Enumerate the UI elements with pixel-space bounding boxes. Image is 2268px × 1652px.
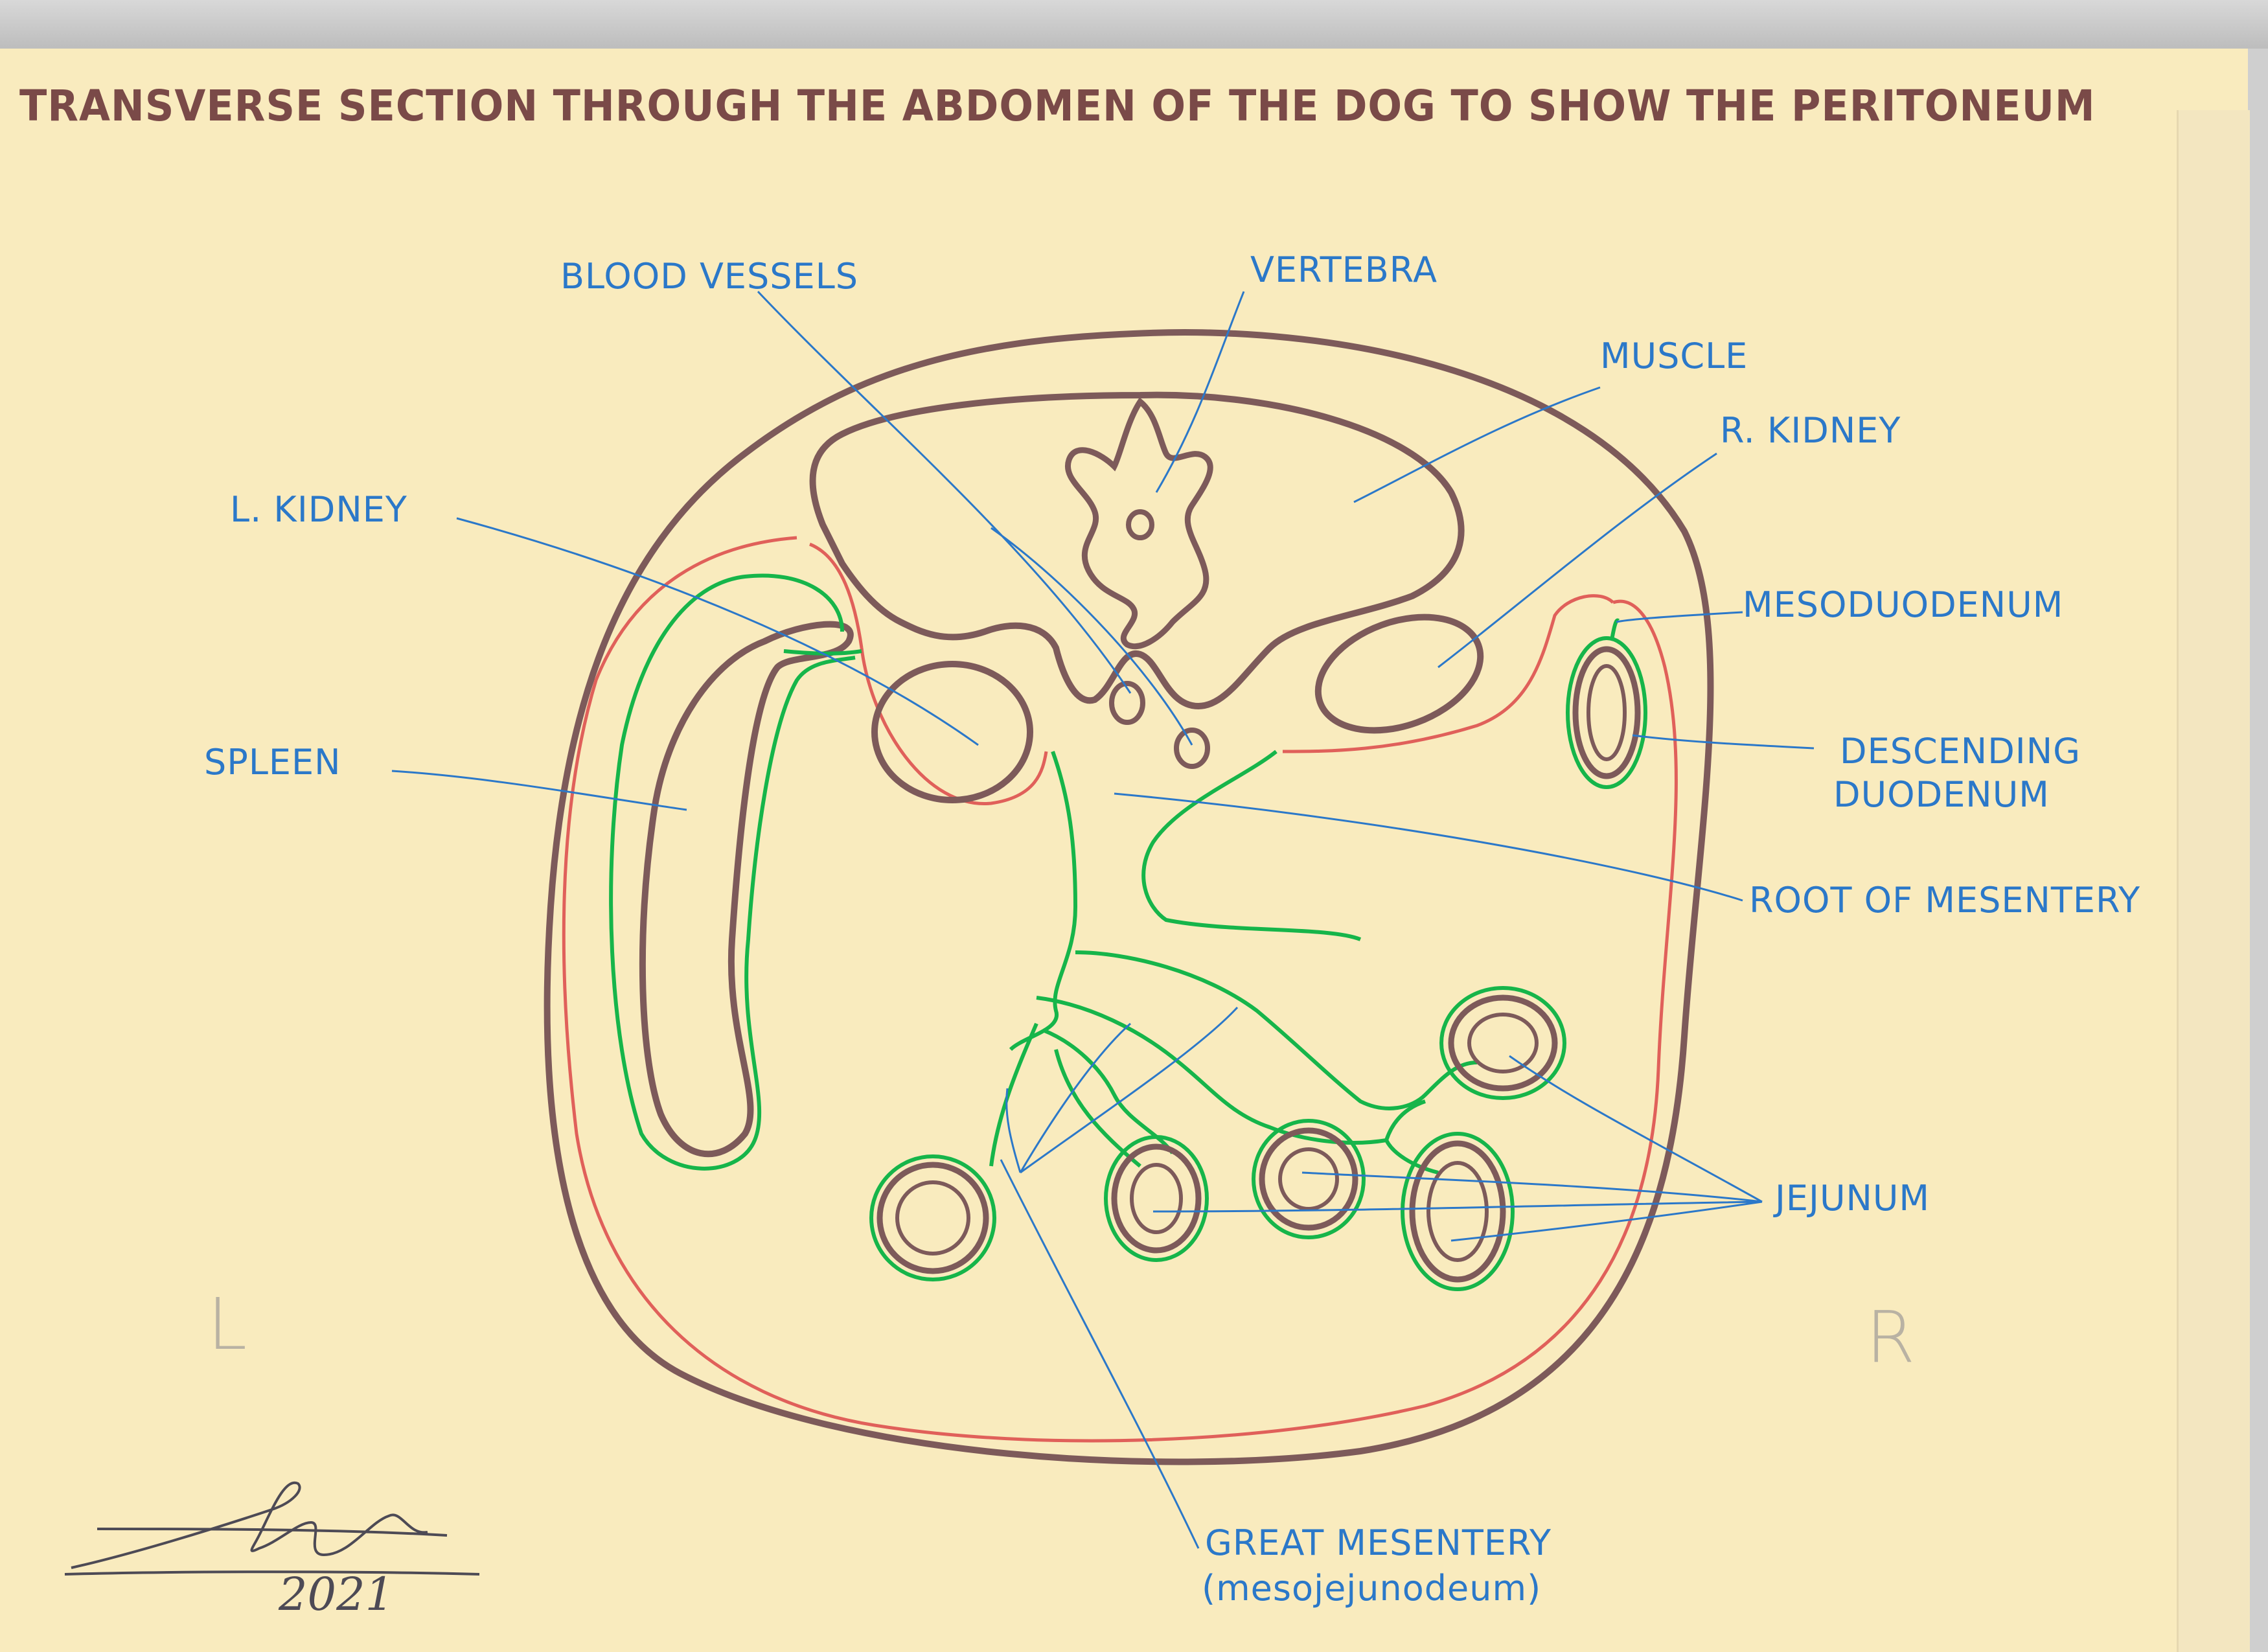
- paper-edge-strip: [2177, 110, 2250, 1652]
- spleen-outline: [639, 621, 854, 1158]
- leader-descending-duodenum: [1632, 734, 1815, 750]
- jejunum-loop-1-mesentery: [869, 1154, 996, 1281]
- leader-great-mesentery: [1000, 1006, 1239, 1549]
- descending-duodenum-inner: [1586, 664, 1627, 761]
- great-mesentery: [989, 950, 1478, 1175]
- descending-duodenum-outer: [1572, 646, 1641, 779]
- jejunum-loop-3-outer: [1259, 1127, 1358, 1231]
- label-mesoduodenum: MESODUODENUM: [1743, 584, 2064, 625]
- gastrosplenic-line: [783, 649, 862, 656]
- body-wall-outline: [544, 329, 1714, 1465]
- left-kidney: [871, 661, 1033, 803]
- jejunum-loop-1-inner: [895, 1180, 970, 1256]
- leader-lines: [391, 290, 1815, 1549]
- leader-blood-vessels: [757, 290, 1193, 746]
- label-blood-vessels: BLOOD VESSELS: [560, 256, 859, 297]
- right-kidney: [1314, 614, 1484, 734]
- leader-root-of-mesentery: [1114, 792, 1743, 902]
- diagram-title: TRANSVERSE SECTION THROUGH THE ABDOMEN O…: [19, 81, 2096, 131]
- root-of-mesentery: [1009, 750, 1362, 1051]
- leader-l-kidney: [456, 517, 979, 746]
- leader-vertebra: [1155, 291, 1245, 493]
- jejunum-loop-4-inner: [1426, 1161, 1489, 1262]
- vertebra-outline: [1064, 397, 1213, 650]
- parietal-peritoneum: [562, 536, 1678, 1443]
- jejunum-loop-5-mesentery: [1439, 986, 1566, 1100]
- leader-muscle: [1353, 386, 1601, 503]
- label-jejunum: JEJUNUM: [1775, 1178, 1930, 1219]
- jejunum-loop-1-outer: [876, 1162, 989, 1274]
- label-l-kidney: L. KIDNEY: [230, 489, 407, 530]
- label-descending-duodenum-line1: DESCENDING: [1840, 731, 2081, 772]
- orientation-right: R: [1866, 1296, 1916, 1379]
- jejunum-loop-3-inner: [1278, 1147, 1339, 1211]
- muscle-outline: [809, 391, 1465, 710]
- leader-r-kidney: [1438, 452, 1717, 669]
- mesoduodenum: [1610, 618, 1620, 641]
- scanner-top-band: [0, 0, 2268, 49]
- jejunum-loop-4-mesentery: [1401, 1132, 1515, 1291]
- label-vertebra: VERTEBRA: [1250, 249, 1438, 290]
- jejunum-loop-4-outer: [1409, 1140, 1506, 1283]
- spleen-peritoneum: [609, 573, 856, 1171]
- parietal-peritoneum-dorsal: [809, 542, 1614, 805]
- jejunum-loops: [869, 986, 1566, 1291]
- label-great-mesentery-line1: GREAT MESENTERY: [1205, 1522, 1552, 1563]
- signature-year: 2021: [279, 1568, 395, 1621]
- label-muscle: MUSCLE: [1600, 336, 1748, 376]
- jejunum-loop-2-outer: [1111, 1143, 1202, 1254]
- aorta: [1109, 681, 1145, 725]
- vertebral-canal: [1126, 509, 1154, 540]
- orientation-left: L: [207, 1283, 247, 1366]
- signature-mark: [64, 1481, 480, 1576]
- jejunum-loop-3-mesentery: [1252, 1119, 1366, 1239]
- label-r-kidney: R. KIDNEY: [1720, 410, 1901, 451]
- label-great-mesentery-line2: (mesojejunodeum): [1202, 1568, 1542, 1609]
- label-root-of-mesentery: ROOT OF MESENTERY: [1749, 880, 2141, 921]
- leader-jejunum: [1152, 1055, 1763, 1242]
- leader-spleen: [391, 770, 687, 811]
- jejunum-loop-2-mesentery: [1104, 1135, 1209, 1262]
- jejunum-loop-5-outer: [1448, 994, 1558, 1092]
- caudal-vena-cava: [1174, 728, 1210, 769]
- jejunum-loop-2-inner: [1130, 1163, 1183, 1234]
- leader-mesoduodenum: [1616, 611, 1743, 623]
- paper: [0, 49, 2248, 1652]
- duodenum-peritoneum: [1566, 636, 1647, 789]
- label-spleen: SPLEEN: [204, 742, 341, 783]
- label-descending-duodenum-line2: DUODENUM: [1833, 774, 2050, 815]
- jejunum-loop-5-inner: [1467, 1013, 1539, 1073]
